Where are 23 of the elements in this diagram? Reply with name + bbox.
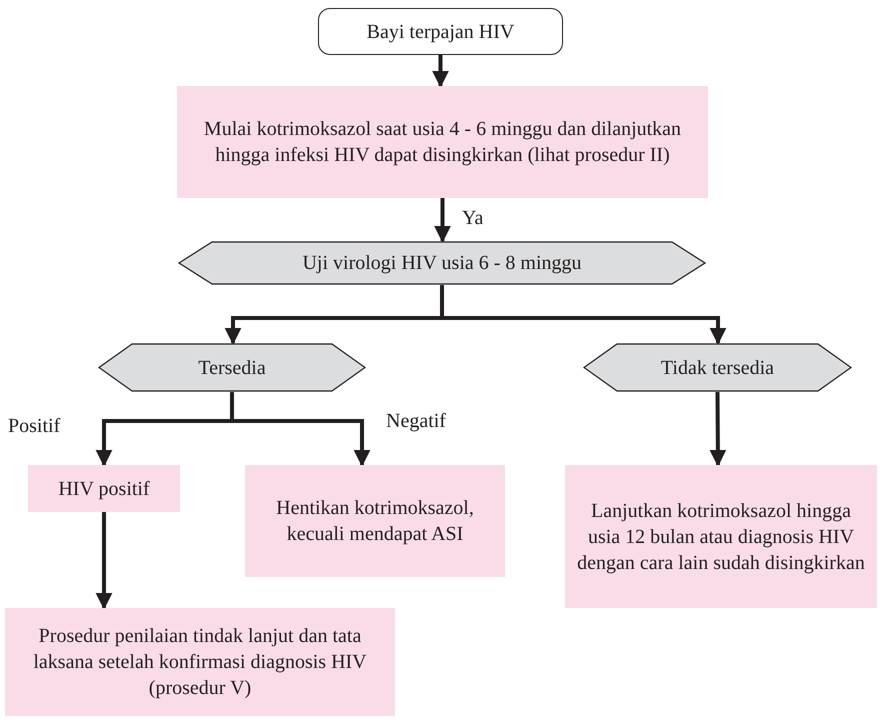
node-text: Mulai kotrimoksazol saat usia 4 - 6 minggu dan dilanjutkan hingga infeksi HIV dapat disingkirkan (lihat prosedur II) — [202, 117, 682, 168]
arrow — [440, 285, 726, 345]
process-box — [565, 465, 877, 608]
node-text: Hentikan kotrimoksazol, kecuali mendapat ASI — [275, 496, 475, 547]
node-text: Uji virologi HIV usia 6 - 8 minggu — [302, 251, 582, 276]
arrow — [710, 392, 726, 467]
node-text: Tersedia — [198, 356, 266, 380]
process-box — [28, 465, 180, 512]
decision-hexagon — [178, 241, 706, 285]
arrow — [434, 198, 451, 243]
process-box — [245, 465, 505, 577]
arrow — [96, 512, 112, 610]
node-text: Bayi terpajan HIV — [366, 20, 514, 44]
node-text: Tidak tersedia — [660, 356, 774, 380]
node-text: Lanjutkan kotrimoksazol hingga usia 12 bulan atau diagnosis HIV dengan cara lain sudah disingkirkan — [577, 498, 865, 576]
start-box — [318, 8, 563, 55]
process-box — [5, 608, 395, 716]
process-box — [177, 86, 708, 198]
decision-hexagon — [583, 343, 852, 392]
decision-hexagon — [98, 343, 366, 392]
node-text: HIV positif — [58, 476, 150, 502]
node-text: Prosedur penilaian tindak lanjut dan tata laksana setelah konfirmasi diagnosis HIV (prosedur V) — [32, 624, 368, 701]
arrow — [432, 55, 449, 88]
